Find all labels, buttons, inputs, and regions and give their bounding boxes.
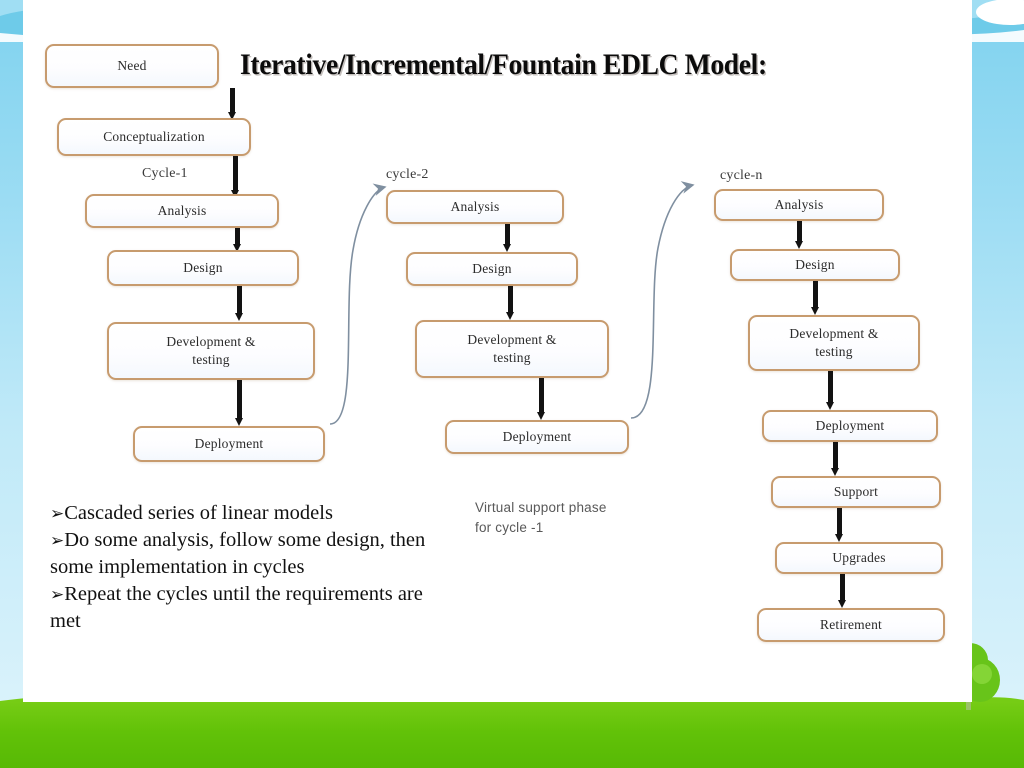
node-label: Deployment [194,435,264,451]
arrow-cycle2-analysis-to-design [503,224,512,252]
node-label-line1: Development & [467,332,557,348]
node-label: Need [117,57,147,73]
node-cyclen-retirement[interactable]: Retirement [757,608,945,642]
arrow-cyclen-upgrades-to-retirement [838,574,847,608]
curve-cycle1-to-cycle2 [329,183,387,425]
arrow-cycle1-devtest-to-deployment [235,380,244,426]
list-item-text: Repeat the cycles until the requirements… [50,583,423,633]
node-cycle1-design[interactable]: Design [107,250,299,286]
arrow-cycle1-analysis-to-design [233,228,242,252]
node-cyclen-deployment[interactable]: Deployment [762,410,938,442]
node-need[interactable]: Need [45,44,219,88]
node-cycle2-development-testing[interactable]: Development & testing [415,320,609,378]
node-label: Deployment [815,417,885,433]
node-cycle1-deployment[interactable]: Deployment [133,426,325,462]
arrow-cyclen-design-to-devtest [811,281,820,315]
node-label-line1: Development & [166,334,256,350]
node-cyclen-support[interactable]: Support [771,476,941,508]
bullet-arrow-icon: ➢ [50,504,65,524]
list-item: ➢Cascaded series of linear models [50,500,450,527]
list-item: ➢Repeat the cycles until the requirement… [50,581,450,635]
node-label-line2: testing [815,344,853,359]
node-cycle1-development-testing[interactable]: Development & testing [107,322,315,380]
node-label: Analysis [774,196,824,212]
node-label: Analysis [157,202,207,218]
arrow-cycle2-design-to-devtest [506,286,515,320]
node-label: Conceptualization [103,128,205,144]
node-cycle2-design[interactable]: Design [406,252,578,286]
node-cyclen-upgrades[interactable]: Upgrades [775,542,943,574]
arrow-need-to-conceptualization [228,88,237,120]
cycle-label-1: Cycle-1 [142,166,188,181]
node-label-line2: testing [192,352,230,367]
node-label: Support [833,483,879,499]
arrow-cyclen-deployment-to-support [831,442,840,476]
grass-background [0,702,1024,768]
list-item: ➢Do some analysis, follow some design, t… [50,527,450,581]
virtual-support-note: Virtual support phase for cycle -1 [475,500,607,535]
node-cyclen-analysis[interactable]: Analysis [714,189,884,221]
node-cycle2-analysis[interactable]: Analysis [386,190,564,224]
node-label: Analysis [450,198,500,214]
node-cyclen-design[interactable]: Design [730,249,900,281]
node-label-line1: Development & [789,326,879,342]
node-label: Design [795,256,835,272]
arrow-cycle1-design-to-devtest [235,286,244,321]
bullet-arrow-icon: ➢ [50,531,65,552]
node-label: Upgrades [832,549,886,565]
edlc-diagram: Need Conceptualization Cycle-1 Analysis … [23,0,972,702]
list-item-text: Do some analysis, follow some design, th… [50,529,426,579]
node-label: Design [472,260,512,276]
arrow-cyclen-support-to-upgrades [835,508,844,542]
node-cycle2-deployment[interactable]: Deployment [445,420,629,454]
node-conceptualization[interactable]: Conceptualization [57,118,251,156]
node-label: Design [183,259,223,275]
page-title: Iterative/Incremental/Fountain EDLC Mode… [240,48,767,81]
node-label-line2: testing [493,350,531,365]
node-label: Retirement [820,616,882,632]
arrow-conceptualization-to-analysis [231,156,240,198]
arrow-cyclen-analysis-to-design [795,221,804,249]
node-cyclen-development-testing[interactable]: Development & testing [748,315,920,371]
arrow-cycle2-devtest-to-deployment [537,378,546,420]
node-cycle1-analysis[interactable]: Analysis [85,194,279,228]
bullet-list: ➢Cascaded series of linear models ➢Do so… [50,500,450,635]
bullet-arrow-icon: ➢ [50,585,65,606]
node-label: Deployment [502,428,572,444]
cycle-label-n: cycle-n [720,168,763,183]
curve-cycle2-to-cyclen [630,181,695,419]
arrow-cyclen-devtest-to-deployment [826,371,835,410]
cycle-label-2: cycle-2 [386,167,429,182]
list-item-text: Cascaded series of linear models [64,502,333,524]
